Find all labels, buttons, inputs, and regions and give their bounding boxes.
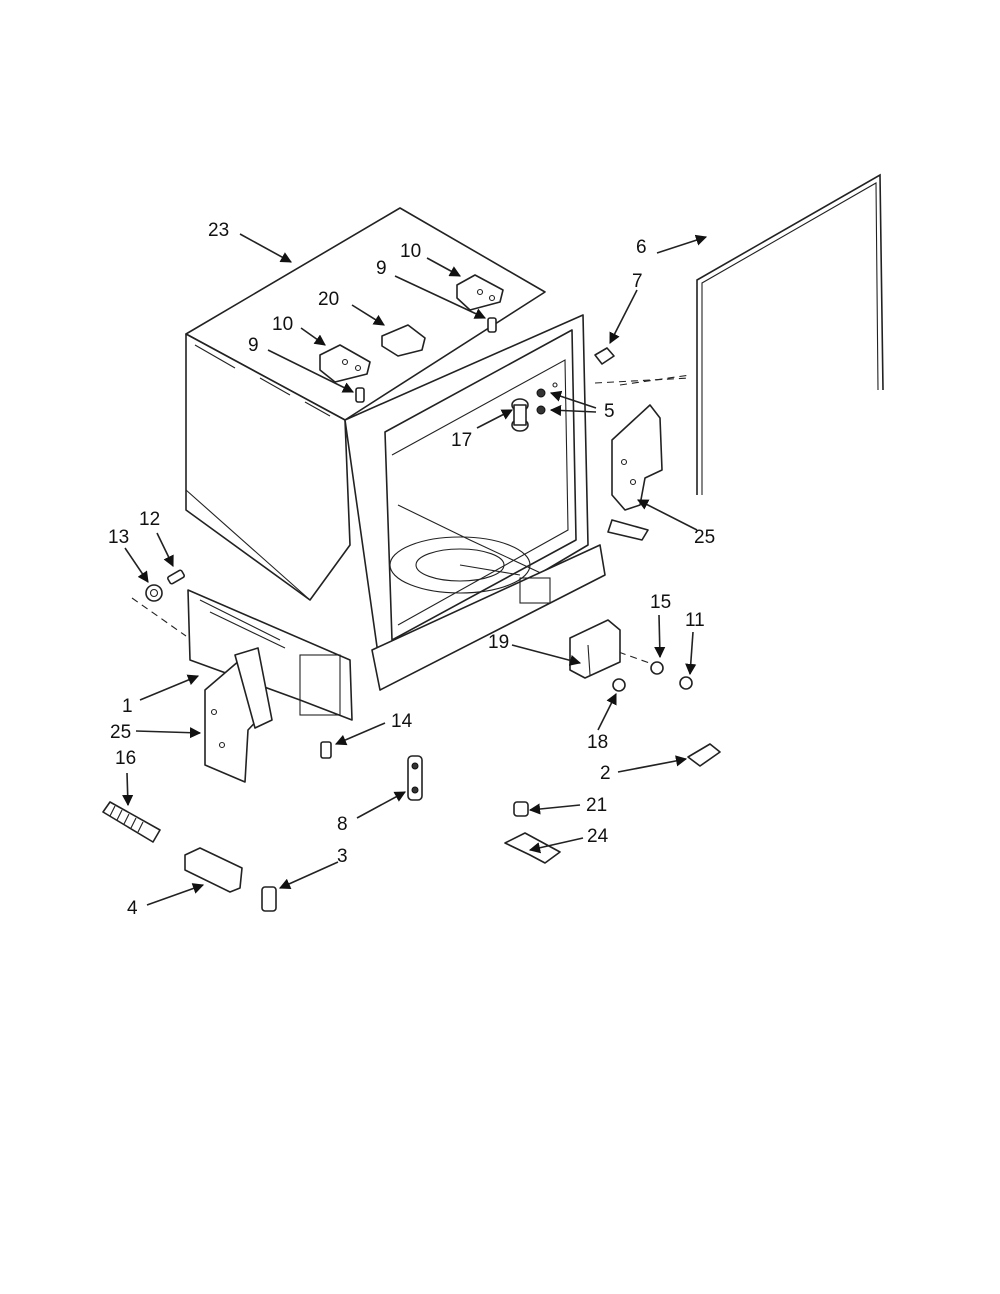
callout-25: 25 <box>110 722 131 743</box>
leader-lines <box>122 233 708 906</box>
trim-4 <box>184 847 243 893</box>
cap-3 <box>261 886 277 912</box>
callout-15: 15 <box>650 592 671 613</box>
hinge-bracket-left <box>319 344 371 383</box>
callout-18: 18 <box>587 732 608 753</box>
washers-5 <box>536 382 558 415</box>
clip-21 <box>513 801 529 817</box>
callout-3: 3 <box>337 846 348 867</box>
callout-10: 10 <box>272 314 293 335</box>
callout-9: 9 <box>248 335 259 356</box>
callout-13: 13 <box>108 527 129 548</box>
callout-11: 11 <box>685 610 705 631</box>
callout-25: 25 <box>694 527 715 548</box>
callout-7: 7 <box>632 271 643 292</box>
callout-labels: 23 10 9 20 10 9 6 7 5 17 25 13 12 1 25 1… <box>108 220 715 919</box>
fitting-17 <box>511 398 529 432</box>
callout-8: 8 <box>337 814 348 835</box>
part-2 <box>687 743 721 767</box>
mounting-bracket-left <box>204 647 273 783</box>
callout-6: 6 <box>636 237 647 258</box>
hinge-bracket-right <box>456 274 504 311</box>
callout-23: 23 <box>208 220 229 241</box>
nut-13 <box>145 584 163 602</box>
mounting-bracket-right <box>607 404 663 541</box>
callout-4: 4 <box>127 898 138 919</box>
callout-14: 14 <box>391 711 413 732</box>
door-gasket <box>696 173 884 495</box>
bracket-19 <box>569 619 621 679</box>
nut-11 <box>679 676 693 690</box>
screw-left <box>355 387 365 403</box>
foot-14 <box>320 741 332 759</box>
leveling-leg-16 <box>102 801 161 843</box>
callout-5: 5 <box>604 401 615 422</box>
callout-21: 21 <box>586 795 607 816</box>
screw-12 <box>167 569 185 585</box>
screw-18 <box>612 678 626 692</box>
callout-20: 20 <box>318 289 339 310</box>
screw-7 <box>594 347 615 365</box>
clip-8 <box>407 755 423 801</box>
callout-17: 17 <box>451 430 472 451</box>
callout-9: 9 <box>376 258 387 279</box>
bracket-24 <box>504 832 561 864</box>
callout-12: 12 <box>139 509 160 530</box>
callout-24: 24 <box>587 826 609 847</box>
tub-assembly <box>185 207 606 721</box>
bracket-20 <box>381 324 426 357</box>
nut-15 <box>650 661 664 675</box>
callout-10: 10 <box>400 241 421 262</box>
callout-16: 16 <box>115 748 136 769</box>
callout-19: 19 <box>488 632 509 653</box>
screw-right <box>487 317 497 333</box>
callout-1: 1 <box>122 696 133 717</box>
callout-2: 2 <box>600 763 611 784</box>
